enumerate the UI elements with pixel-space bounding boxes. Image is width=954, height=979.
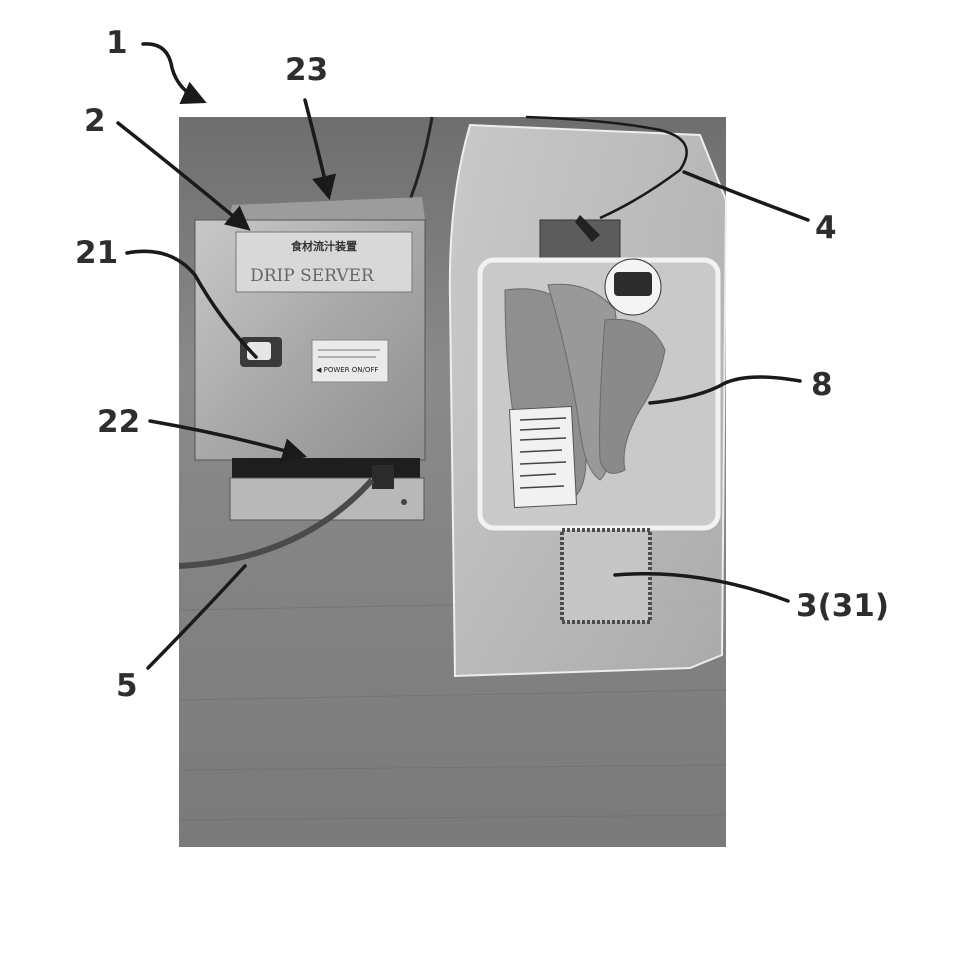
device-base (230, 478, 424, 520)
label-2: 2 (84, 103, 106, 139)
label-21: 21 (75, 235, 118, 271)
label-5: 5 (116, 668, 138, 704)
label-1: 1 (106, 25, 128, 61)
device-sticker (312, 340, 388, 382)
label-8: 8 (811, 367, 833, 403)
label-3-31: 3(31) (796, 588, 889, 624)
label-4: 4 (815, 210, 837, 246)
label-23: 23 (285, 52, 328, 88)
device-label-en: DRIP SERVER (250, 266, 375, 286)
electrode-bottom (562, 530, 650, 622)
product-label (509, 406, 576, 507)
device-base-screw (401, 499, 407, 505)
device-connector (372, 465, 394, 489)
photograph: 食材流汁装置 DRIP SERVER ◀ POWER ON/OFF (179, 117, 726, 847)
price-sticker-inner (614, 272, 652, 296)
device-sticker-button-text: ◀ POWER ON/OFF (316, 366, 378, 374)
leader-line-1 (143, 44, 200, 100)
label-22: 22 (97, 404, 140, 440)
device-label-jp: 食材流汁装置 (291, 239, 357, 253)
